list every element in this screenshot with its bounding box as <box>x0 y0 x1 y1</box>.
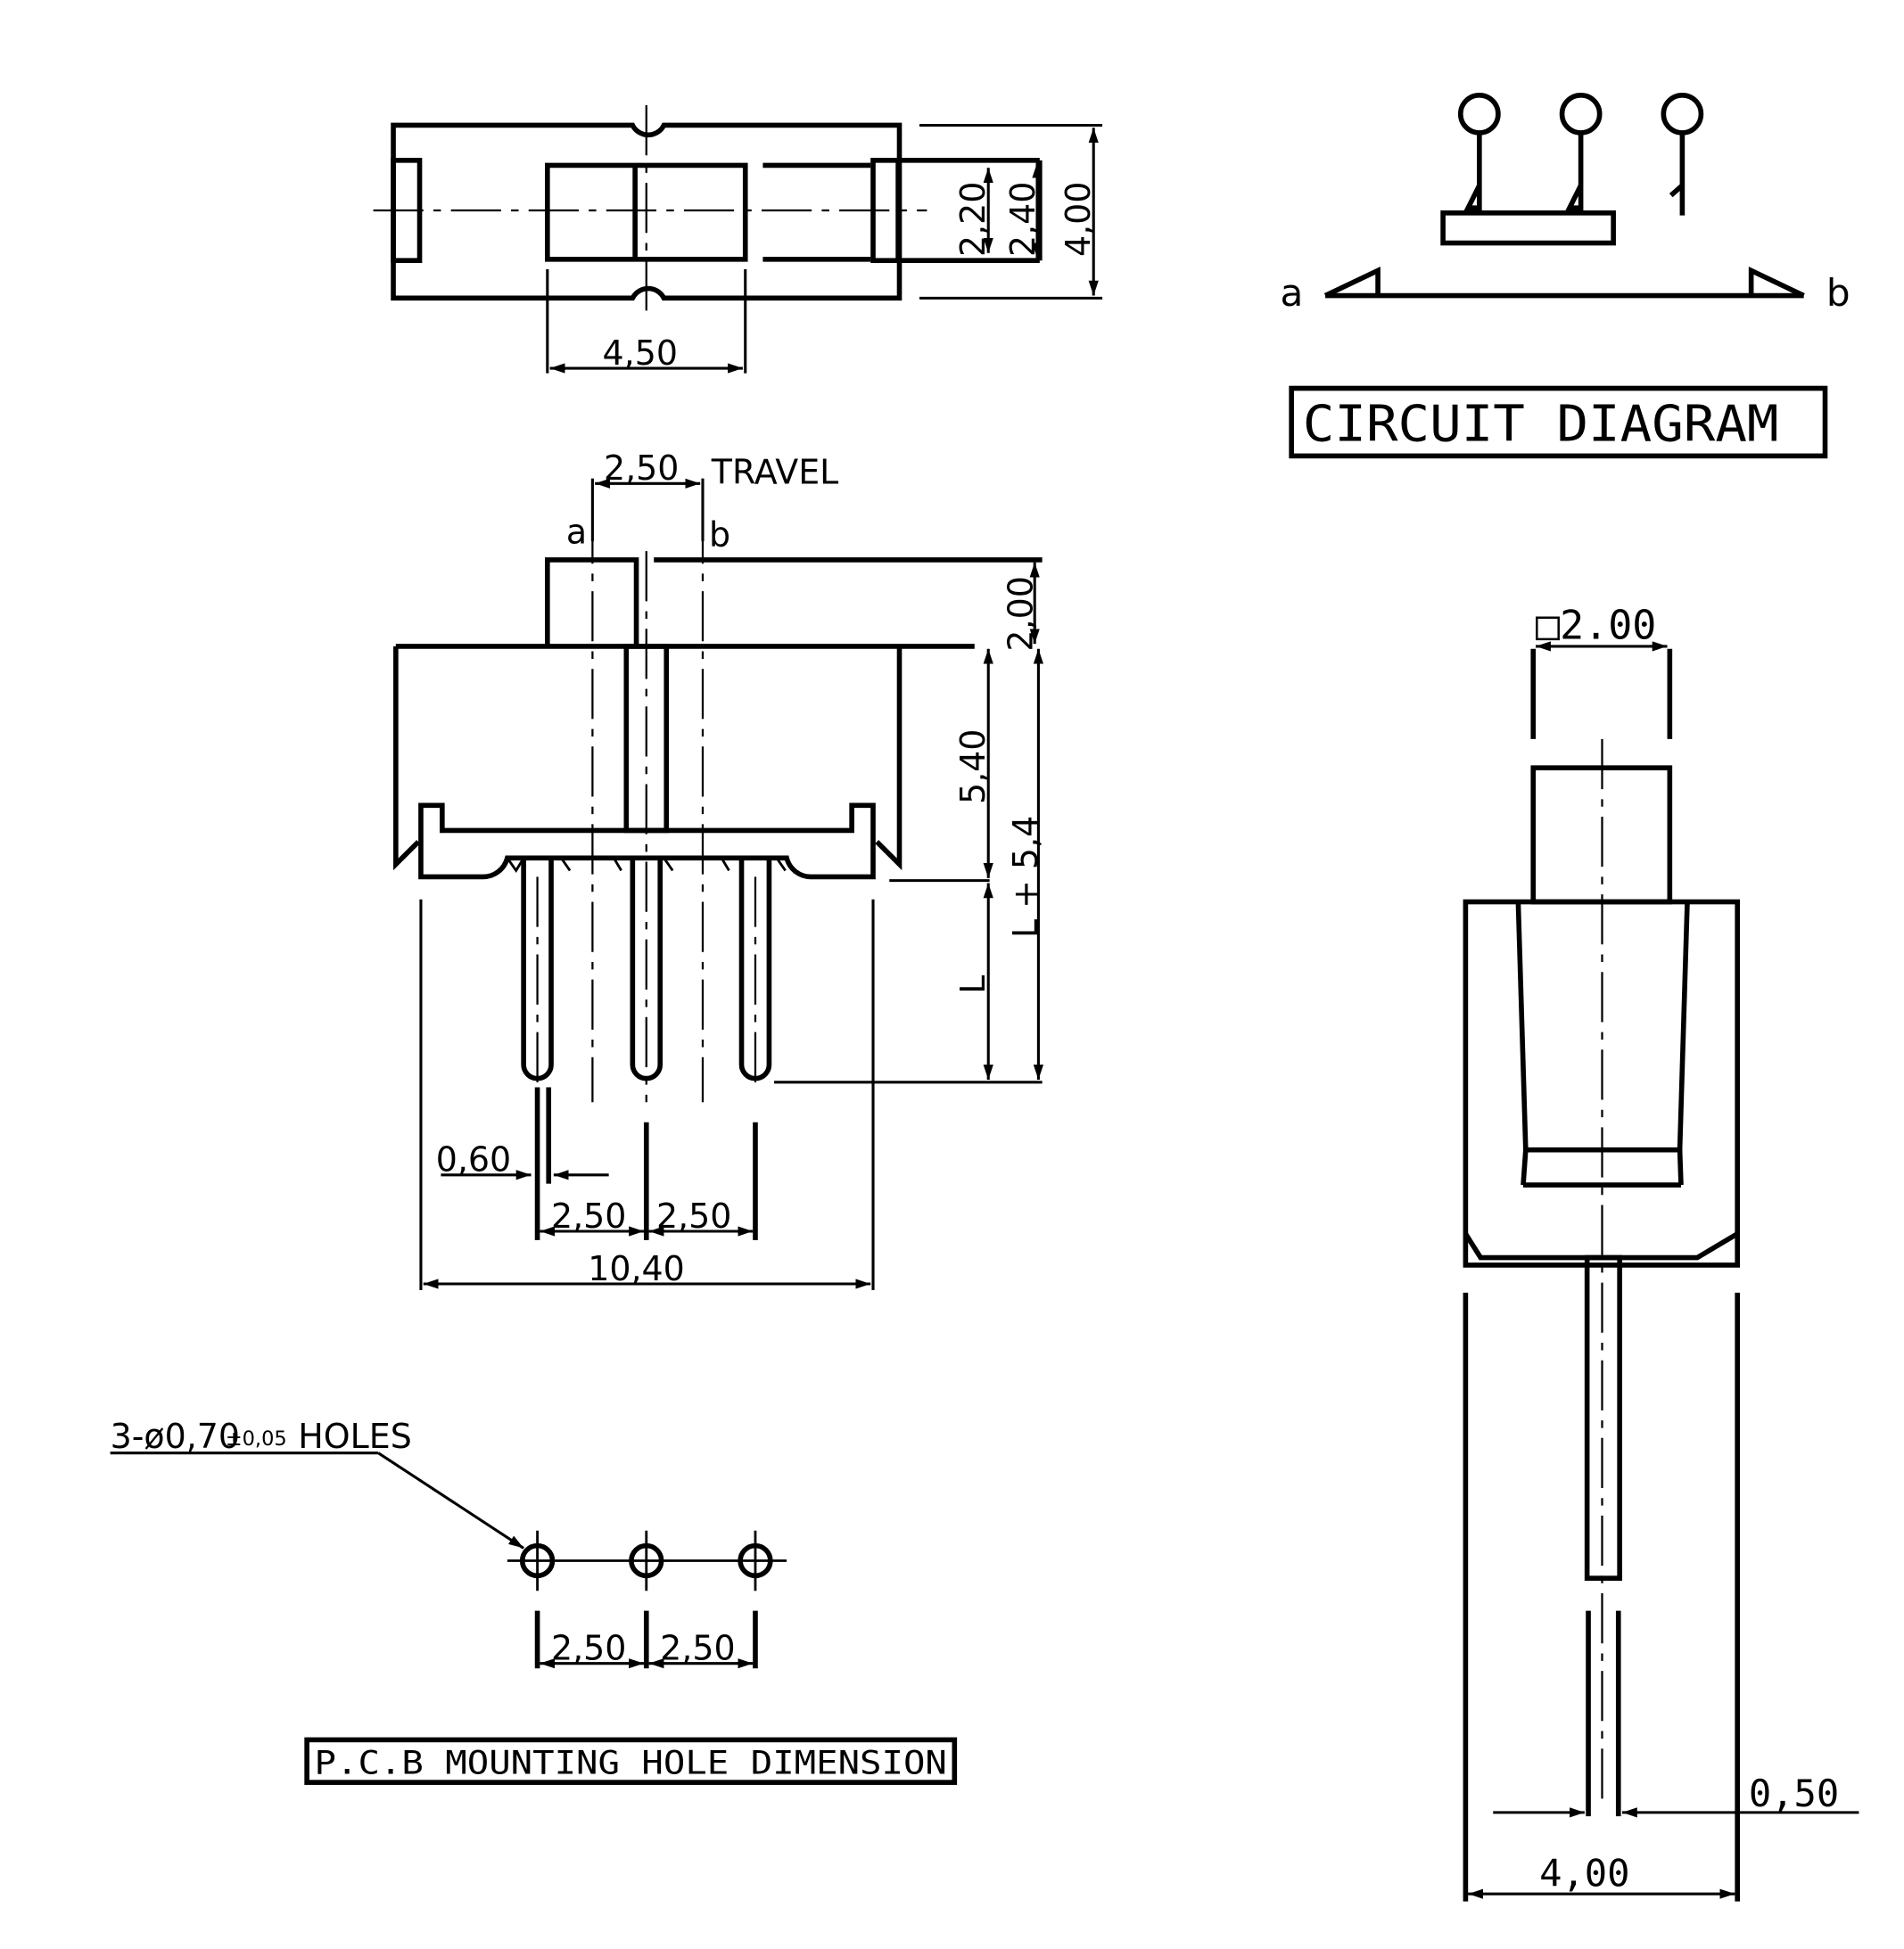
dim-pin-width: 0,60 <box>436 1140 511 1180</box>
side-view: □2.00 0,50 4,00 <box>1463 601 1859 1902</box>
holes-tolerance: ±0,05 <box>226 1427 287 1451</box>
pcb-pitch-2: 2,50 <box>660 1628 735 1667</box>
dim-pin-thickness: 0,50 <box>1749 1772 1839 1815</box>
pcb-pitch-1: 2,50 <box>551 1628 626 1667</box>
pcb-title: P.C.B MOUNTING HOLE DIMENSION <box>315 1743 947 1781</box>
dim-overall-width: 10,40 <box>588 1249 685 1288</box>
holes-word: HOLES <box>298 1417 411 1456</box>
dim-actuator-square: □2.00 <box>1536 601 1656 648</box>
dim-pin-length: L <box>953 975 993 994</box>
circuit-label-a: a <box>1281 271 1304 315</box>
position-a-label: a <box>566 513 587 552</box>
dim-actuator-height: 2,00 <box>1001 576 1040 651</box>
travel-label: TRAVEL <box>711 452 838 491</box>
circuit-label-b: b <box>1826 271 1850 315</box>
dim-mid-height: 2,40 <box>1003 182 1043 257</box>
dim-body-height: 5,40 <box>953 729 993 804</box>
dim-l-plus-body: L + 5,4 <box>1006 816 1045 938</box>
dim-pin-pitch-2: 2,50 <box>656 1197 731 1236</box>
dim-total-height: 4,00 <box>1059 182 1098 257</box>
dim-pin-pitch-1: 2,50 <box>551 1197 626 1236</box>
front-view: 2,50 TRAVEL a b 2,00 5,40 L + 5,4 L 0,60… <box>393 448 1045 1291</box>
travel-value: 2,50 <box>604 448 679 488</box>
dim-inner-height: 2,20 <box>953 182 993 257</box>
pcb-hole-layout: 3-ø0,70 ±0,05 HOLES 2,50 2,50 P.C.B MOUN… <box>111 1417 958 1785</box>
dim-body-width: 4,00 <box>1539 1852 1629 1896</box>
holes-spec: 3-ø0,70 <box>111 1417 240 1456</box>
circuit-title: CIRCUIT DIAGRAM <box>1303 396 1779 454</box>
dim-slot-width: 4,50 <box>603 333 678 373</box>
circuit-diagram: a b CIRCUIT DIAGRAM <box>1281 92 1850 459</box>
position-b-label: b <box>709 515 730 555</box>
top-view: 4,50 2,20 2,40 4,00 <box>373 105 1103 374</box>
